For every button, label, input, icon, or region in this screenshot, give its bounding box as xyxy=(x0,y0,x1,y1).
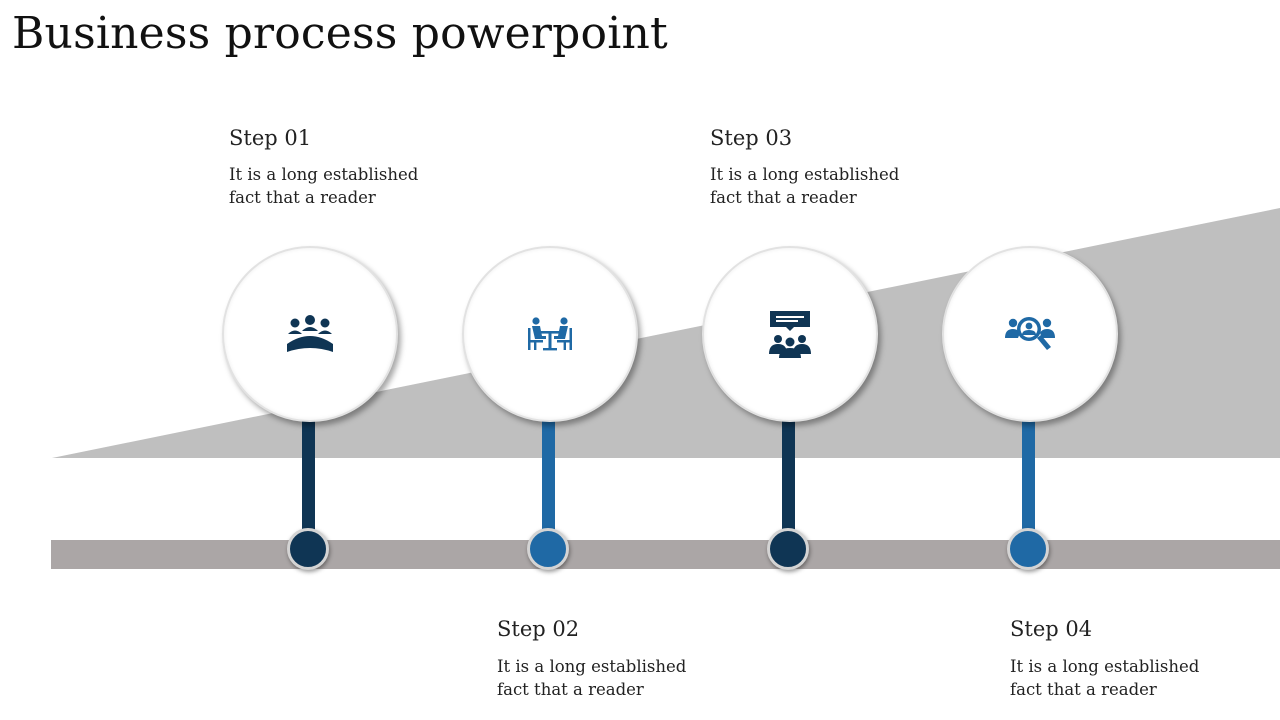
step-2-text-line2: fact that a reader xyxy=(497,680,644,699)
interview-icon xyxy=(528,317,572,351)
step-1-marker xyxy=(287,528,329,570)
meeting-icon xyxy=(287,315,333,352)
step-1-text-line1: It is a long established xyxy=(229,165,419,184)
step-4-description: It is a long established fact that a rea… xyxy=(1010,655,1220,701)
step-2-marker xyxy=(527,528,569,570)
step-3-circle xyxy=(702,246,878,422)
step-2-stem xyxy=(542,418,555,532)
step-3-text-line2: fact that a reader xyxy=(710,188,857,207)
step-4-stem xyxy=(1022,418,1035,532)
step-4-text-line1: It is a long established xyxy=(1010,657,1200,676)
step-1-text-line2: fact that a reader xyxy=(229,188,376,207)
team-discussion-icon xyxy=(769,311,811,358)
step-4-label: Step 04 xyxy=(1010,617,1093,641)
step-3-description: It is a long established fact that a rea… xyxy=(710,163,920,209)
step-4-marker xyxy=(1007,528,1049,570)
page-title: Business process powerpoint xyxy=(12,8,668,59)
step-1-circle xyxy=(222,246,398,422)
step-3-text-line1: It is a long established xyxy=(710,165,900,184)
step-3-label: Step 03 xyxy=(710,126,793,150)
team-search-icon xyxy=(1005,317,1055,350)
step-1-stem xyxy=(302,418,315,532)
step-2-text-line1: It is a long established xyxy=(497,657,687,676)
timeline-band xyxy=(51,540,1280,569)
step-4-circle xyxy=(942,246,1118,422)
step-3-stem xyxy=(782,418,795,532)
step-4-text-line2: fact that a reader xyxy=(1010,680,1157,699)
step-3-marker xyxy=(767,528,809,570)
step-1-label: Step 01 xyxy=(229,126,312,150)
step-2-description: It is a long established fact that a rea… xyxy=(497,655,707,701)
step-2-label: Step 02 xyxy=(497,617,580,641)
step-2-circle xyxy=(462,246,638,422)
step-1-description: It is a long established fact that a rea… xyxy=(229,163,439,209)
